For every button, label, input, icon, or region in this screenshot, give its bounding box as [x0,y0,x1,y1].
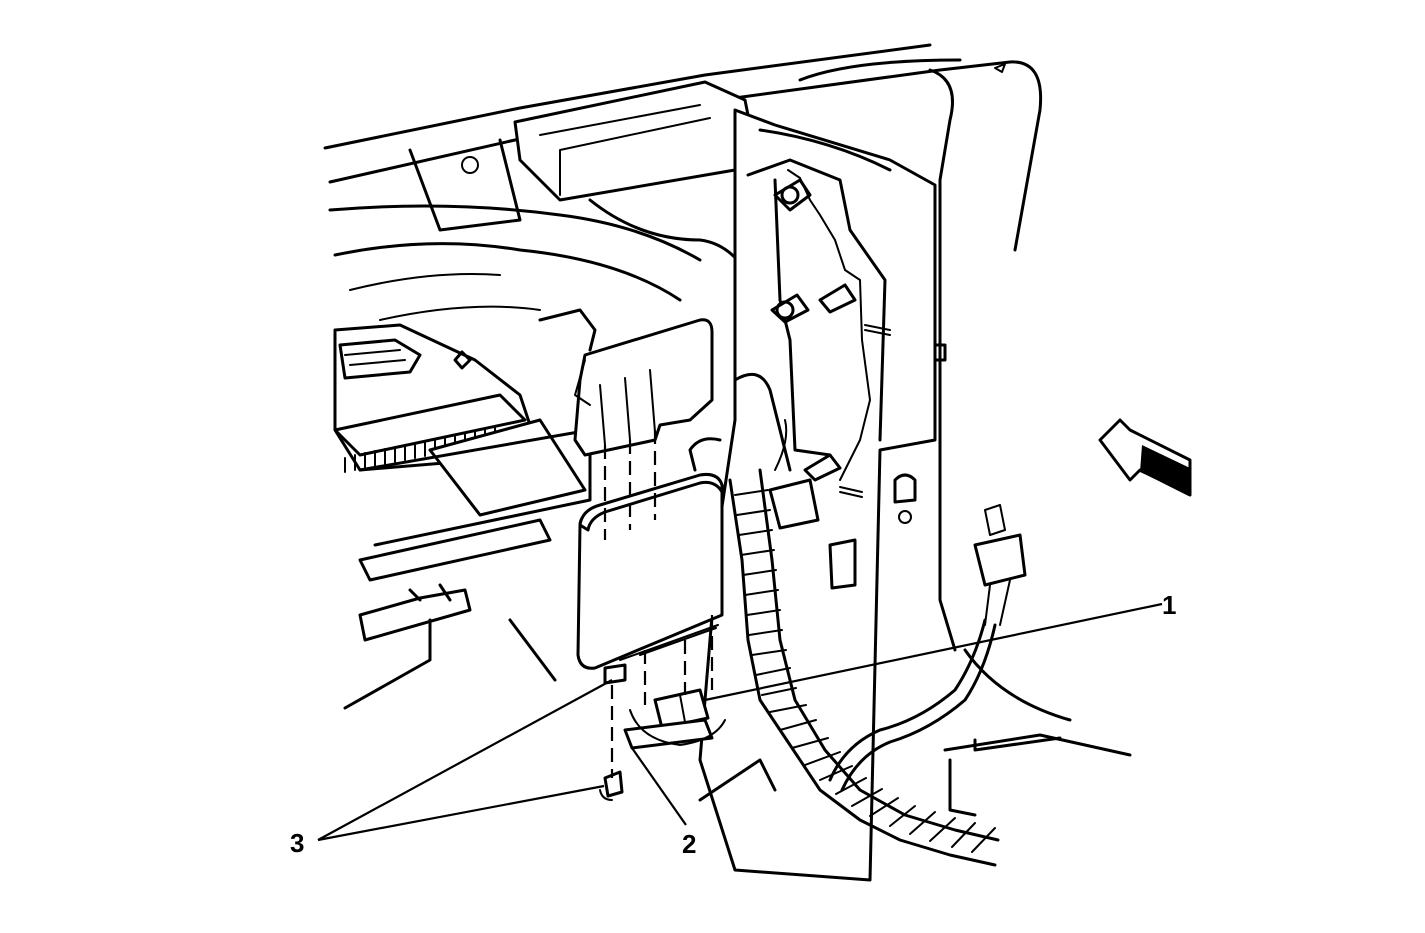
retaining-clip [599,770,624,801]
leader-lines [317,602,1163,842]
floor-sill [698,648,1132,817]
alignment-guides [603,430,714,778]
view-direction-arrow-icon [1098,418,1192,497]
leader-1 [704,602,1163,702]
dash-panel [323,43,1043,321]
instrument-module [333,323,592,710]
callout-2: 2 [682,829,696,859]
electrical-connector [623,688,726,750]
control-module [576,473,724,685]
mounting-bracket [538,308,714,457]
leader-2 [631,747,687,826]
leader-3b [317,784,605,842]
leader-3a [317,679,613,841]
pillar-panel [698,68,957,882]
callout-1: 1 [1162,590,1176,620]
callout-3: 3 [290,828,304,858]
